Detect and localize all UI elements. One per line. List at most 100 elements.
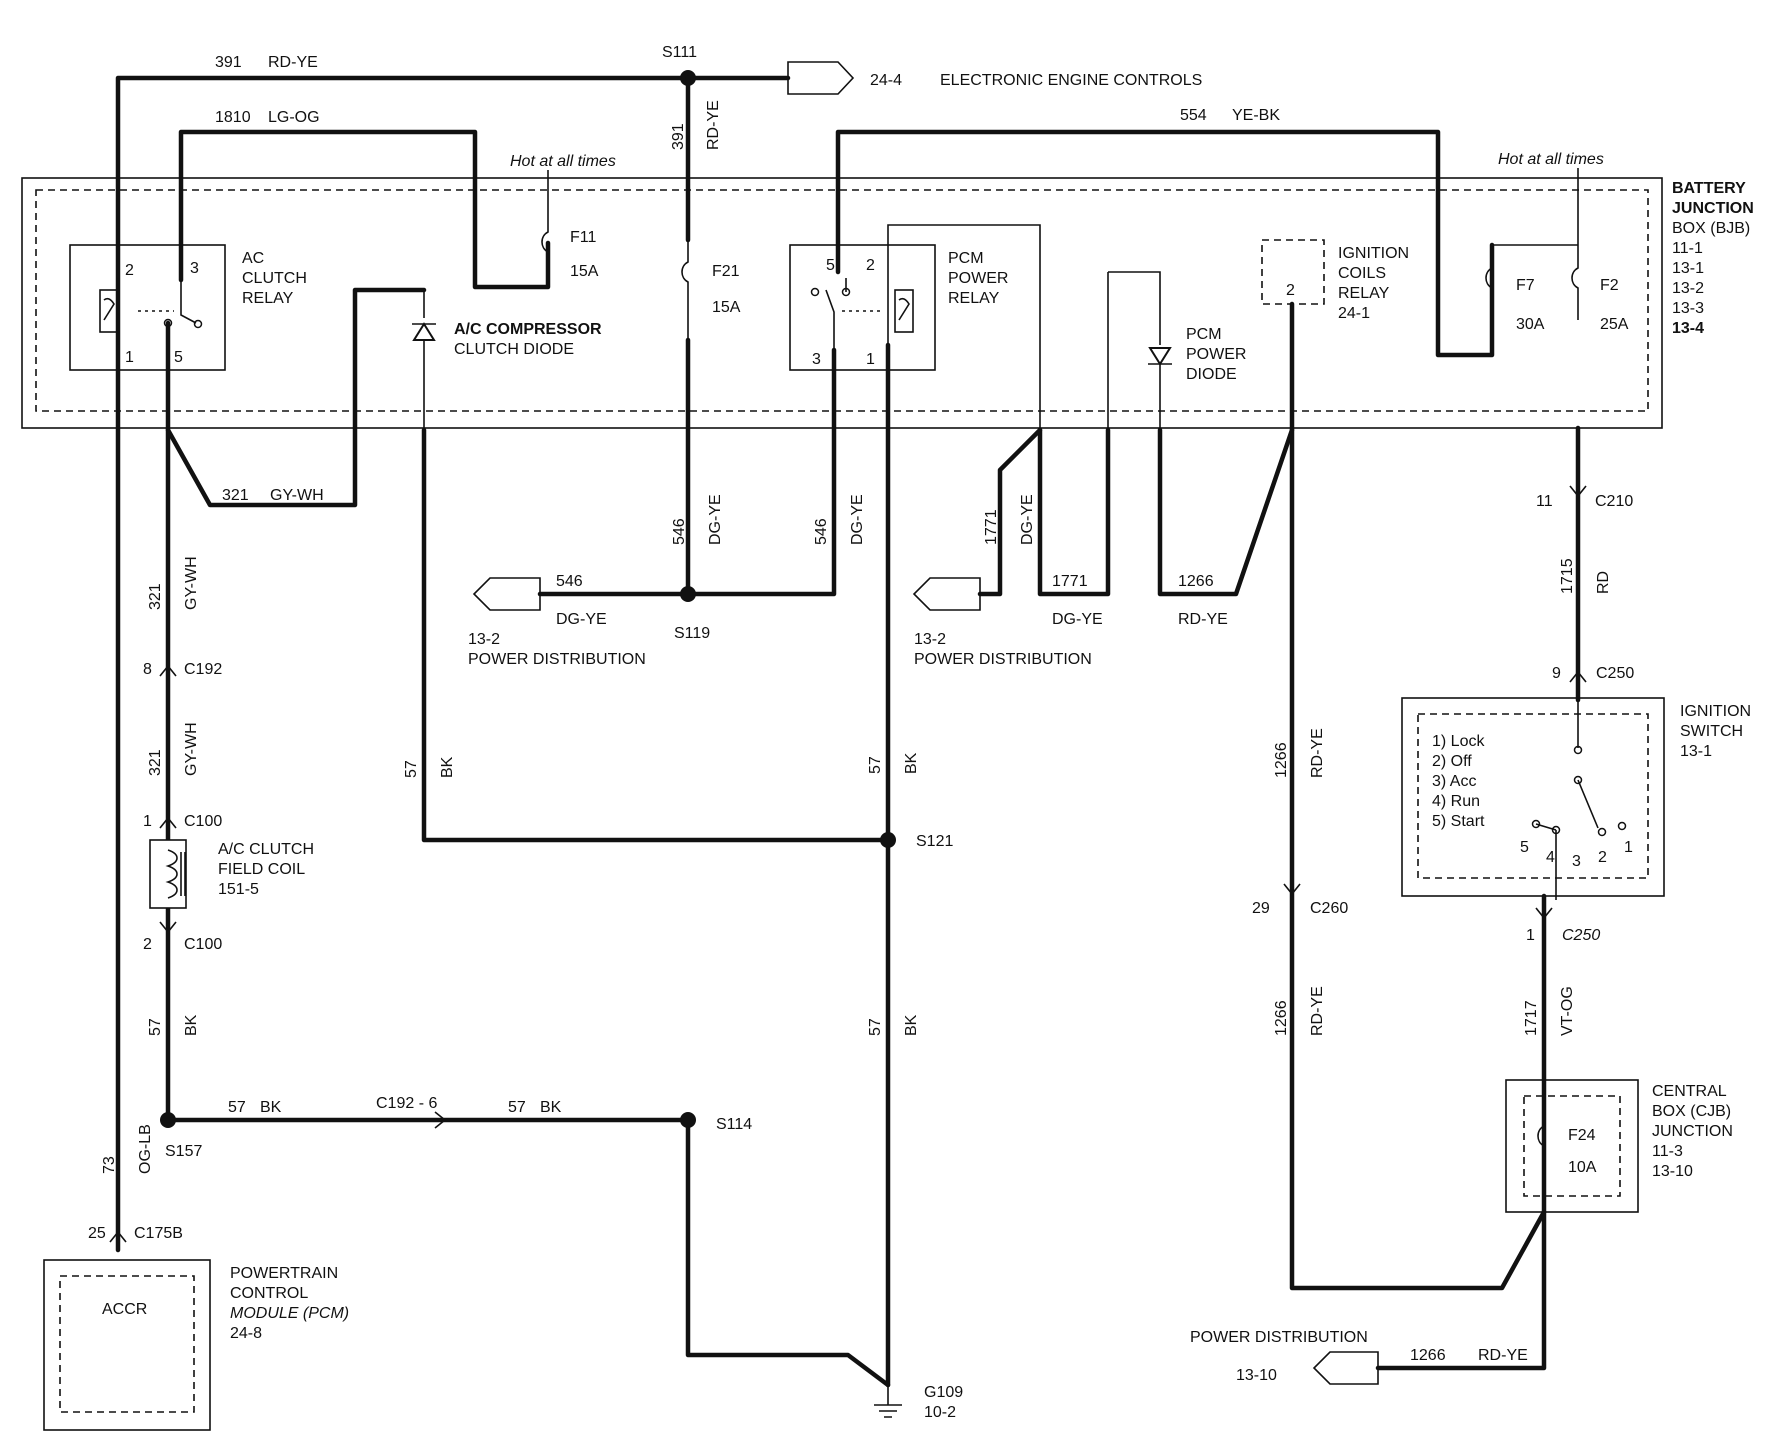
- wire-11-num: 11: [1536, 493, 1553, 510]
- splice-s157-label: S157: [165, 1143, 202, 1160]
- pcm-relay-feed-wire: [887, 224, 1041, 430]
- wire-391-top: 391 RD-YE: [115, 54, 791, 1253]
- c100a-pin: 1: [143, 813, 152, 830]
- cjb-label-1: CENTRAL: [1652, 1083, 1727, 1100]
- wire-1717: 1 C250 1717 VT-OG: [1523, 893, 1600, 1215]
- ac-relay-label-3: RELAY: [242, 290, 294, 307]
- c175b-pin: 25: [88, 1225, 106, 1242]
- fuse-f7-rating: 30A: [1516, 316, 1545, 333]
- pcm-relay-label-2: POWER: [948, 270, 1008, 287]
- c210-name: C210: [1595, 493, 1633, 510]
- bjb-page-2: 13-1: [1672, 260, 1704, 277]
- ac-compressor-clutch-diode: A/C COMPRESSOR CLUTCH DIODE: [165, 287, 602, 508]
- fuse-f2: F2 25A: [1571, 194, 1629, 333]
- ground-g109: G109 10-2: [874, 1384, 963, 1421]
- fuse-f7: F7 30A: [1485, 244, 1578, 355]
- wire-57-c-color: BK: [540, 1099, 562, 1116]
- pcm-diode-label-3: DIODE: [1186, 366, 1237, 383]
- wire-1771-a-color: DG-YE: [1019, 494, 1036, 545]
- bjb-title-1: BATTERY: [1672, 180, 1746, 197]
- ign-pos-4: 4) Run: [1432, 793, 1480, 810]
- c100b-pin: 2: [143, 936, 152, 953]
- c250b-pin: 1: [1526, 927, 1535, 944]
- ac-relay-pin-5: 5: [174, 349, 183, 366]
- wire-546: 546 DG-YE 546 DG-YE 546 DG-YE: [537, 337, 866, 628]
- wire-1771: 1771 DG-YE 1771 DG-YE: [977, 427, 1111, 628]
- splice-s114: S114: [680, 1112, 752, 1133]
- wire-1266-main: 1266 RD-YE 1266 RD-YE: [1273, 301, 1547, 1291]
- pd2-ref: 13-2: [914, 631, 946, 648]
- ign-pos-3: 3) Acc: [1432, 773, 1476, 790]
- wire-554-color: YE-BK: [1232, 107, 1280, 124]
- hot-at-all-times-2: Hot at all times: [1498, 151, 1604, 168]
- pcm-diode-label-2: POWER: [1186, 346, 1246, 363]
- ac-relay-pin-1: 1: [125, 349, 134, 366]
- fuse-f21-name: F21: [712, 263, 740, 280]
- wire-321-b-num: 321: [147, 749, 164, 776]
- wire-321: 321 GY-WH 321 GY-WH 321 GY-WH: [147, 427, 324, 1123]
- ign-label-3: 13-1: [1680, 743, 1712, 760]
- pcm-page: 24-8: [230, 1325, 262, 1342]
- wire-546-a-color: DG-YE: [707, 494, 724, 545]
- splice-s119-label: S119: [674, 625, 710, 642]
- connector-c260: 29 C260: [1252, 900, 1348, 917]
- pcm-diode-label-1: PCM: [1186, 326, 1222, 343]
- connector-c100-1: 1 C100: [143, 813, 222, 830]
- ign-pin-4: 4: [1546, 849, 1555, 866]
- f24-rating: 10A: [1568, 1159, 1597, 1176]
- ign-label-2: SWITCH: [1680, 723, 1743, 740]
- wire-73-num: 73: [101, 1156, 118, 1174]
- ign-pin-2: 2: [1598, 849, 1607, 866]
- cjb-label-3: JUNCTION: [1652, 1123, 1733, 1140]
- eec-ref: 24-4: [870, 72, 902, 89]
- bjb-label: BATTERY JUNCTION BOX (BJB) 11-1 13-1 13-…: [1672, 180, 1754, 337]
- hot-at-all-times-1: Hot at all times: [510, 153, 616, 170]
- ac-clutch-relay: 2 3 1 5 AC CLUTCH RELAY: [69, 244, 307, 371]
- c175b-name: C175B: [134, 1225, 183, 1242]
- powertrain-control-module: ACCR POWERTRAIN CONTROL MODULE (PCM) 24-…: [43, 1259, 349, 1431]
- wire-1266-b-color: RD-YE: [1309, 728, 1326, 778]
- wire-57-f-num: 57: [867, 1018, 884, 1036]
- wire-1771-b-num: 1771: [1052, 573, 1088, 590]
- pcm-pin-accr: ACCR: [102, 1301, 147, 1318]
- wire-321-a-color: GY-WH: [183, 556, 200, 610]
- wire-1717-color: VT-OG: [1559, 986, 1576, 1036]
- splice-s121: S121: [880, 832, 953, 850]
- pd1-label: POWER DISTRIBUTION: [468, 651, 646, 668]
- ignition-coils-relay: 2 IGNITION COILS RELAY 24-1: [1261, 239, 1409, 322]
- pcm-relay-pin-2: 2: [866, 257, 875, 274]
- pcm-relay-label-1: PCM: [948, 250, 984, 267]
- central-junction-box: F24 10A CENTRAL BOX (CJB) JUNCTION 11-3 …: [1505, 1079, 1733, 1213]
- ign-relay-label-4: 24-1: [1338, 305, 1370, 322]
- wire-546-c-color: DG-YE: [556, 611, 607, 628]
- wire-57-a-color: BK: [183, 1014, 200, 1036]
- wire-1715: 11 C210 1715 RD: [1536, 425, 1633, 703]
- wire-554: 554 YE-BK: [835, 107, 1495, 358]
- wire-554-num: 554: [1180, 107, 1207, 124]
- ac-relay-label-2: CLUTCH: [242, 270, 307, 287]
- splice-s121-label: S121: [916, 833, 953, 850]
- c250b-name: C250: [1562, 927, 1600, 944]
- wire-391-vertical: 391 RD-YE: [670, 75, 722, 243]
- connector-c100-2: 2 C100: [143, 921, 222, 953]
- wire-57-f-color: BK: [903, 1014, 920, 1036]
- wire-1266-d-num: 1266: [1410, 1347, 1446, 1364]
- ign-label-1: IGNITION: [1680, 703, 1751, 720]
- c192-pin: 8: [143, 661, 152, 678]
- ign-pos-2: 2) Off: [1432, 753, 1472, 770]
- ignition-switch: 1) Lock 2) Off 3) Acc 4) Run 5) Start 5 …: [1401, 697, 1751, 900]
- ground-page: 10-2: [924, 1404, 956, 1421]
- ac-relay-pin-3: 3: [190, 260, 199, 277]
- wire-1266-c-color: RD-YE: [1309, 986, 1326, 1036]
- wire-1266-b-num: 1266: [1273, 742, 1290, 778]
- ac-relay-label-1: AC: [242, 250, 264, 267]
- cjb-label-2: BOX (CJB): [1652, 1103, 1731, 1120]
- wire-57-e-num: 57: [867, 756, 884, 774]
- connector-c192: 8 C192: [143, 661, 222, 678]
- eec-connector-ref: 24-4 ELECTRONIC ENGINE CONTROLS: [787, 61, 1202, 95]
- wire-57-coil: 57 BK: [147, 1014, 200, 1036]
- pcm-power-diode: PCM POWER DIODE: [1107, 271, 1246, 430]
- wire-391-v-color: RD-YE: [705, 100, 722, 150]
- fuse-f2-name: F2: [1600, 277, 1619, 294]
